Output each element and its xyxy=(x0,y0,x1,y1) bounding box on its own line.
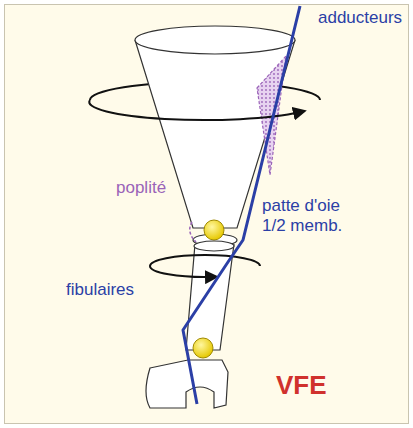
figure-tag: VFE xyxy=(276,370,327,401)
muscle-label: fibulaires xyxy=(66,280,134,300)
muscle-label: poplité xyxy=(116,178,166,198)
muscle-label: adducteurs xyxy=(318,8,402,28)
muscle-label: patte d'oie 1/2 memb. xyxy=(262,196,362,237)
